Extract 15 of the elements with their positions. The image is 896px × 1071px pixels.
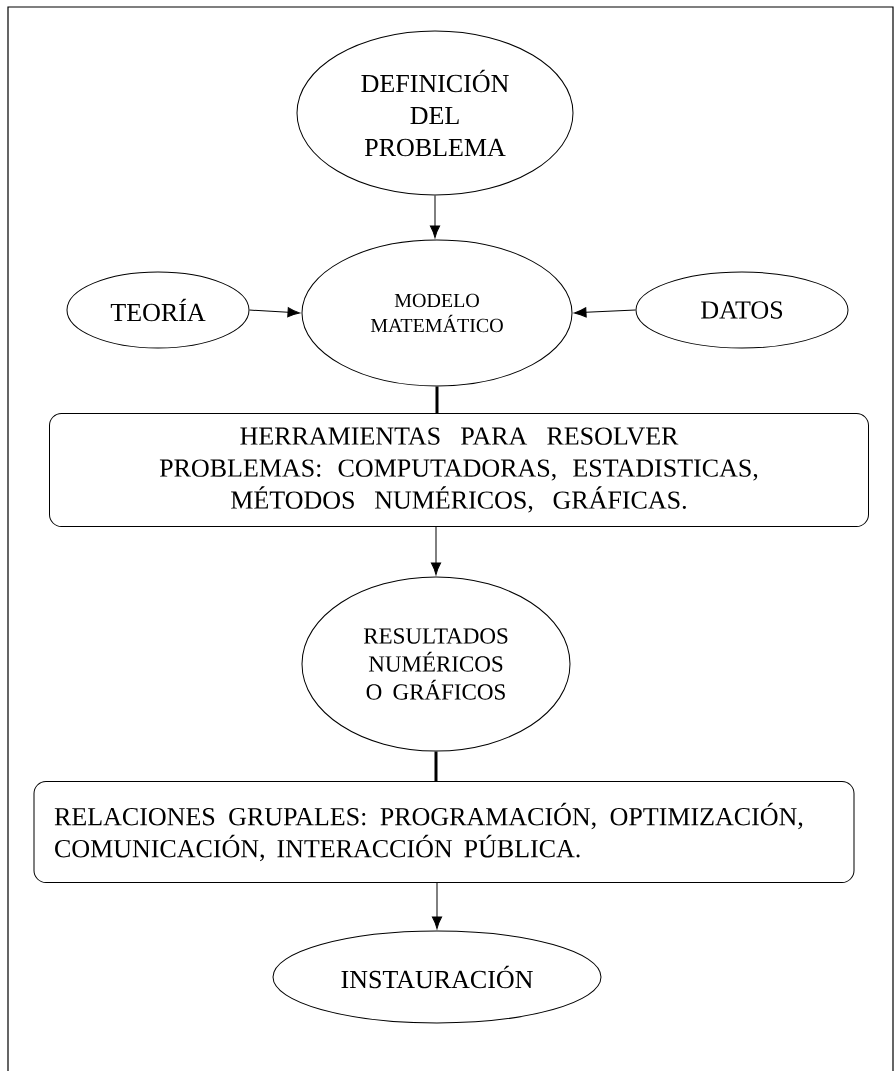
ellipse-node: MODELO MATEMÁTICO (301, 239, 573, 387)
arrow (249, 307, 301, 318)
arrow (573, 307, 636, 318)
ellipse-node: TEORÍA (66, 271, 250, 349)
arrow (429, 195, 441, 239)
ellipse-node: DATOS (635, 271, 849, 349)
ellipse-node: INSTAURACIÓN (272, 930, 602, 1024)
ellipse-node: DEFINICIÓN DEL PROBLEMA (296, 30, 574, 196)
ellipse-node: RESULTADOS NUMÉRICOS O GRÁFICOS (301, 576, 571, 752)
connector-line (434, 751, 438, 781)
arrow (430, 526, 442, 576)
arrow (431, 882, 443, 930)
connector-line (435, 386, 439, 413)
process-box: HERRAMIENTAS PARA RESOLVER PROBLEMAS: COMPUTADORAS, ESTADISTICAS, MÉTODOS NUMÉRICOS, GRÁFICAS. (49, 413, 869, 527)
process-box: RELACIONES GRUPALES: PROGRAMACIÓN, OPTIMIZACIÓN, COMUNICACIÓN, INTERACCIÓN PÚBLICA. (33, 781, 855, 883)
